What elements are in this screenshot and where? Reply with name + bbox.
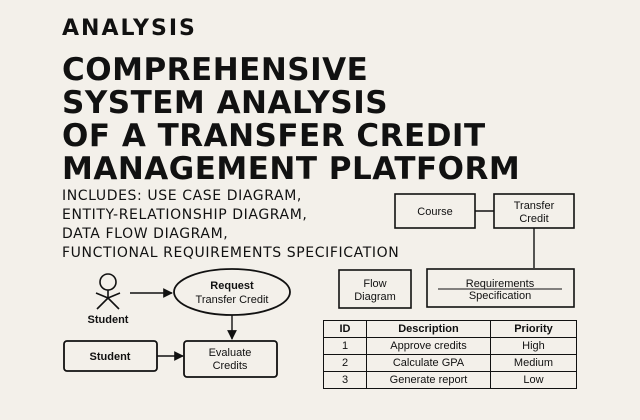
table-cell-priority: Low [489, 371, 578, 389]
student-box-label: Student [90, 351, 131, 363]
includes-line-2: ENTITY-RELATIONSHIP DIAGRAM, [62, 207, 308, 223]
actor-label: Student [88, 314, 129, 326]
student-entity-box: Student [63, 340, 158, 372]
title-line-3: OF A TRANSFER CREDIT [62, 118, 486, 154]
requirements-specification-box: Requirements Specification [426, 268, 575, 308]
transfer-label-line-2: Credit [519, 213, 548, 225]
table-cell-description: Generate report [366, 371, 491, 389]
flow-label-line-1: Flow [363, 278, 386, 290]
table-row: 2 Calculate GPA Medium [323, 354, 578, 372]
course-box-label: Course [417, 206, 452, 218]
flow-diagram-box: Flow Diagram [338, 269, 412, 309]
title-line-4: MANAGEMENT PLATFORM [62, 151, 521, 187]
course-entity-box: Course [394, 193, 476, 229]
table-cell-description: Calculate GPA [366, 354, 491, 372]
table-cell-priority: High [489, 337, 578, 355]
evaluate-label-line-2: Credits [213, 360, 248, 372]
title-line-1: COMPREHENSIVE [62, 52, 369, 88]
table-cell-id: 3 [323, 371, 367, 389]
req-label-line-2: Specification [469, 290, 531, 302]
table-cell-id: 2 [323, 354, 367, 372]
table-header-row: ID Description Priority [323, 320, 578, 338]
requirements-table: ID Description Priority 1 Approve credit… [323, 320, 578, 389]
includes-list: INCLUDES: USE CASE DIAGRAM, ENTITY-RELAT… [62, 187, 399, 263]
transfer-label-line-1: Transfer [514, 200, 555, 212]
title-line-2: SYSTEM ANALYSIS [62, 85, 389, 121]
includes-line-1: INCLUDES: USE CASE DIAGRAM, [62, 188, 302, 204]
table-header-id: ID [323, 320, 367, 338]
evaluate-label-line-1: Evaluate [209, 347, 252, 359]
section-kicker: ANALYSIS [62, 16, 197, 41]
req-label-line-1: Requirements [466, 278, 535, 290]
includes-line-4: FUNCTIONAL REQUIREMENTS SPECIFICATION [62, 245, 400, 261]
table-cell-id: 1 [323, 337, 367, 355]
table-row: 3 Generate report Low [323, 371, 578, 389]
request-label-line-1: Request [210, 280, 254, 292]
table-header-priority: Priority [489, 320, 578, 338]
transfer-credit-entity-box: Transfer Credit [493, 193, 575, 229]
includes-line-3: DATA FLOW DIAGRAM, [62, 226, 229, 242]
table-header-description: Description [366, 320, 491, 338]
request-transfer-credit-usecase: Request Transfer Credit [173, 268, 291, 316]
page-title: COMPREHENSIVE SYSTEM ANALYSIS OF A TRANS… [62, 54, 520, 186]
evaluate-credits-process: Evaluate Credits [183, 340, 278, 378]
request-label-line-2: Transfer Credit [196, 294, 269, 306]
student-actor-icon [95, 273, 121, 310]
table-row: 1 Approve credits High [323, 337, 578, 355]
table-cell-priority: Medium [489, 354, 578, 372]
table-cell-description: Approve credits [366, 337, 491, 355]
flow-label-line-2: Diagram [354, 291, 396, 303]
